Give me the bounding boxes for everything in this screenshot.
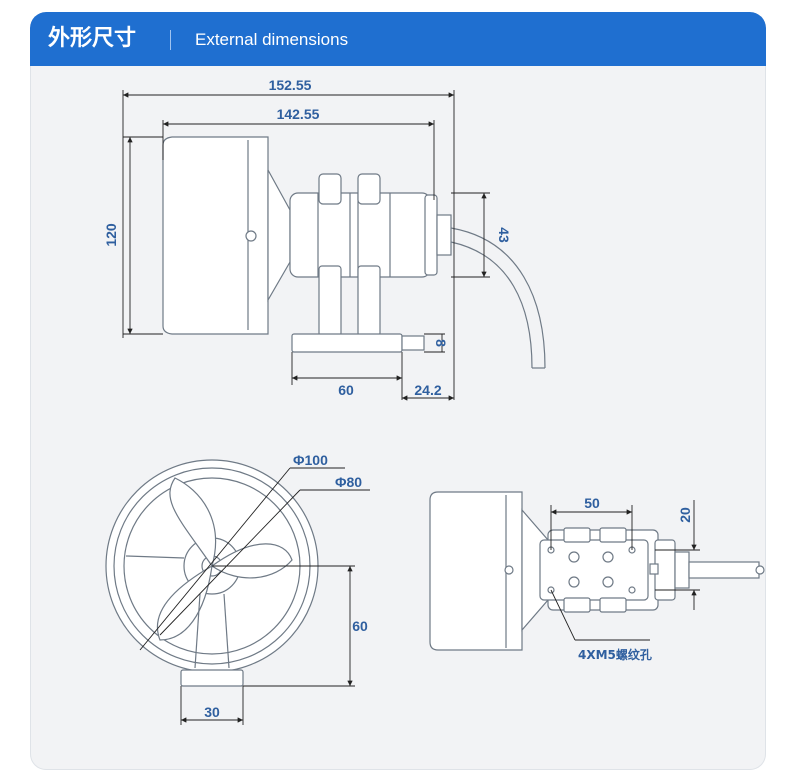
cable	[450, 227, 546, 369]
title-separator	[170, 30, 171, 50]
motor-body	[289, 192, 431, 278]
dim-height: 120	[103, 223, 119, 247]
bottom-view	[429, 491, 765, 651]
clamp-bottom-right	[357, 265, 381, 337]
clamp-top-right	[357, 173, 381, 205]
dim-base-thickness: 8	[433, 339, 449, 347]
side-dimension-lines	[122, 90, 490, 401]
dim-base-length: 60	[338, 382, 354, 398]
dim-hole-spacing-x: 50	[584, 495, 600, 511]
cable-gland	[436, 214, 452, 256]
clamp-top-left	[318, 173, 342, 205]
duct-bottom	[429, 491, 523, 651]
blade-2	[210, 543, 293, 579]
dim-hole-spacing-y: 20	[677, 507, 693, 523]
side-view	[162, 136, 546, 369]
dim-total-length: 152.55	[269, 77, 312, 93]
cable-bottom	[688, 561, 760, 579]
title-chinese: 外形尺寸	[48, 26, 137, 51]
base-plate-bottom	[539, 539, 649, 601]
dim-duct-inner: Φ80	[335, 474, 362, 490]
dim-body-length: 142.55	[277, 106, 320, 122]
front-dimension-lines	[139, 467, 370, 725]
header-bar: 外形尺寸 External dimensions	[30, 12, 766, 66]
clamp-bottom-left	[318, 265, 342, 337]
front-mount	[180, 669, 244, 687]
blade-3	[156, 564, 213, 641]
duct-side	[162, 136, 269, 335]
dim-mount-width: 30	[204, 704, 220, 720]
end-cap	[424, 194, 438, 276]
hole-callout: 4XM5螺纹孔	[578, 647, 652, 662]
bottom-dimension-lines	[550, 500, 700, 641]
dim-base-offset: 24.2	[414, 382, 441, 398]
dim-outlet-diameter: 43	[496, 227, 512, 243]
title-english: External dimensions	[195, 30, 349, 49]
blade-1	[169, 477, 217, 568]
dim-axis-height: 60	[352, 618, 368, 634]
base-tab	[401, 335, 425, 351]
front-view	[105, 459, 319, 687]
taper	[267, 169, 291, 303]
bolt-head	[245, 230, 257, 242]
base-plate	[291, 333, 403, 353]
dim-duct-outer: Φ100	[293, 452, 328, 468]
